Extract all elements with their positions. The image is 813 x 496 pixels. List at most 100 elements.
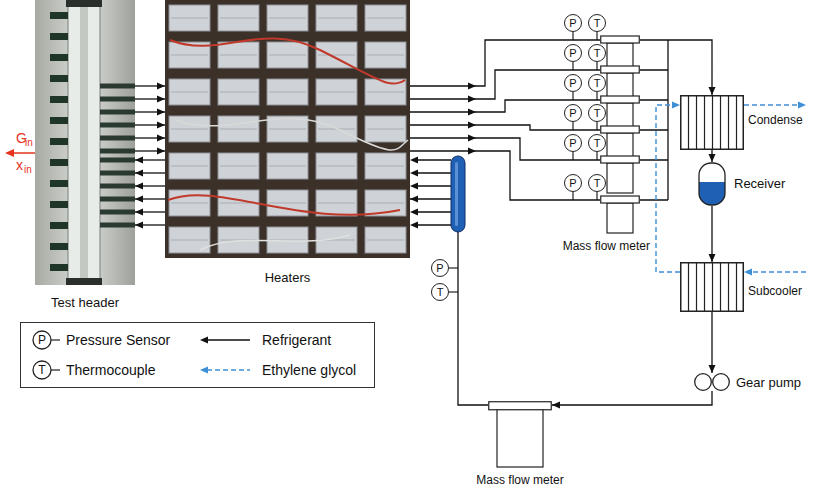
photo-background (35, 0, 135, 285)
arrow-head (410, 209, 418, 216)
flow-meter-stack: Mass flow meter (600, 36, 640, 233)
legend-sensor-circle (33, 331, 51, 349)
condenser: Condense (680, 95, 744, 150)
arrow-head (709, 254, 716, 262)
receiver-body (699, 163, 725, 205)
component-label: Receiver (734, 176, 785, 192)
meter-body (607, 163, 633, 193)
sensor-leader (572, 122, 573, 130)
arrow-head (135, 196, 143, 203)
sensor-letter: T (594, 17, 601, 29)
arrow-head (135, 222, 143, 229)
arrow-head (552, 402, 560, 409)
sensor-letter: T (594, 107, 601, 119)
branch-tube (100, 197, 135, 202)
sensor-letter: T (594, 177, 601, 189)
meter-flange (601, 66, 640, 73)
arrow-head (157, 135, 165, 142)
heater-bank: Heaters (165, 0, 410, 258)
tube-highlight (80, 4, 88, 282)
sensor-circle: T (588, 74, 606, 92)
sensor-leader (596, 192, 597, 200)
outlet-line (417, 185, 451, 186)
meter-flange (601, 196, 640, 203)
flow-subscript: in (25, 137, 33, 149)
arrow-head (798, 102, 806, 109)
arrow-head (709, 365, 716, 373)
header-fitting (50, 96, 68, 103)
arrow-head (135, 183, 143, 190)
glycol-line (656, 102, 680, 273)
legend-leader (51, 369, 60, 370)
legend-leader (51, 339, 60, 340)
component-label: Mass flow meter (476, 473, 563, 488)
outlet-line (417, 172, 451, 173)
branch-tube (100, 97, 135, 102)
arrow-head (744, 269, 752, 276)
refrigerant-line (135, 170, 165, 177)
arrow-head (410, 183, 418, 190)
header-fitting (50, 12, 68, 19)
arrow-head (135, 157, 143, 164)
sensor-circle: P (564, 174, 582, 192)
meter-flange (601, 96, 640, 103)
heater-wire (168, 195, 400, 215)
heaters-photo (165, 0, 410, 258)
header-fitting (50, 117, 68, 124)
arrow-head (468, 109, 476, 116)
arrow-head (709, 87, 716, 95)
outlet-line (417, 224, 451, 225)
legend-text: Thermocouple (66, 362, 156, 378)
arrow-head (468, 148, 476, 155)
sensor-letter: P (569, 107, 576, 119)
refrigerant-line (709, 312, 716, 373)
gear (695, 374, 712, 391)
refrigerant-line (410, 196, 488, 406)
header-fitting (50, 222, 68, 229)
legend-glycol-line (207, 369, 250, 370)
sensor-circle: P (564, 44, 582, 62)
distributor-outlets (410, 157, 451, 229)
exchanger-plate (736, 263, 737, 311)
sensor-leader (596, 92, 597, 100)
sensor-leader (449, 291, 458, 292)
legend (21, 323, 375, 388)
sensor-circle: P (564, 14, 582, 32)
component-label: Subcooler (748, 284, 802, 299)
sensor-leader (596, 32, 597, 40)
tube-cap (66, 0, 102, 7)
meter-flange (601, 126, 640, 133)
exchanger-plate (712, 96, 713, 149)
outlet-line (417, 211, 451, 212)
meter-flange (601, 36, 640, 43)
distributor-highlight (455, 162, 458, 226)
pipe-path (711, 206, 712, 262)
refrigerant-line (135, 122, 165, 129)
branch-tube (100, 158, 135, 163)
exchanger-plate (704, 96, 705, 149)
legend-text: Pressure Sensor (66, 332, 170, 348)
sensor-circle: T (588, 174, 606, 192)
pipe-path (552, 391, 712, 405)
refrigerant-line (709, 150, 716, 162)
sensor-letter: P (569, 17, 576, 29)
header-fitting (50, 138, 68, 145)
component-label: Test header (51, 295, 119, 311)
sensor-circle: P (564, 74, 582, 92)
arrow-head (410, 196, 418, 203)
arrow-head (468, 135, 476, 142)
quality-subscript: in (24, 164, 32, 176)
sensor-letter: T (594, 47, 601, 59)
refrigerant-line (135, 222, 165, 229)
sensor-circle: T (588, 134, 606, 152)
legend-text: Refrigerant (262, 332, 331, 348)
sensor-leader (572, 192, 573, 200)
refrigerant-line (135, 83, 165, 90)
pipe-path (410, 70, 600, 99)
refrigerant-line (135, 96, 165, 103)
sensor-leader (596, 152, 597, 160)
arrow-head (157, 148, 165, 155)
arrow-head (157, 83, 165, 90)
